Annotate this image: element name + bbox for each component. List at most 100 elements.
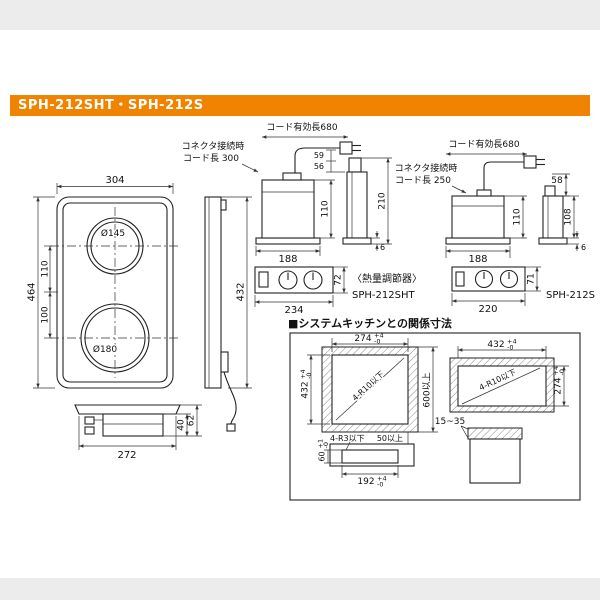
dim-unit-s-width: 188 [445, 246, 511, 265]
label-burner-large: Ø180 [93, 344, 118, 355]
label-connector-note-s-2: コード長 250 [395, 175, 451, 186]
dim-frontview-total-height: 62 [180, 404, 202, 436]
plug-icon [523, 155, 537, 169]
svg-text:-0: -0 [377, 481, 383, 489]
cooktop-side-view: 432 [204, 196, 252, 432]
dim-unit-sht-flange: 6 [371, 231, 385, 252]
knob-icon [474, 269, 494, 289]
svg-text:100: 100 [41, 306, 51, 323]
unit-s-side [542, 195, 564, 239]
svg-text:110: 110 [321, 200, 331, 217]
label-connector-note-sht-2: コード長 300 [183, 153, 239, 164]
burner-small [86, 217, 144, 275]
svg-text:+4: +4 [507, 338, 517, 346]
power-cord [223, 371, 237, 425]
top-plate [74, 404, 181, 415]
svg-text:220: 220 [478, 304, 497, 315]
label-cord-length-s: コード有効長680 [448, 138, 519, 150]
dim-burner-offsets: 110 100 [41, 245, 58, 339]
dim-cutout-height: 432 +4 -0 [299, 354, 330, 425]
dim-panel-sht-width: 234 [254, 295, 334, 316]
svg-text:56: 56 [314, 162, 324, 171]
body-box [102, 413, 164, 437]
svg-text:-0: -0 [322, 442, 330, 448]
svg-text:+4: +4 [299, 369, 307, 379]
svg-text:188: 188 [278, 254, 297, 265]
dim-cutout-width: 274 +4 -0 [331, 332, 409, 352]
dim-panel-cutout-height: 60 +1 -0 [317, 439, 342, 464]
page-margin-top [0, 0, 600, 30]
svg-text:432: 432 [301, 381, 311, 398]
power-cord-sht [294, 147, 340, 173]
label-panel-corner: 4-R3以下 [330, 434, 365, 443]
svg-text:-0: -0 [305, 373, 313, 379]
unit-sht-body [261, 179, 315, 239]
dim-unit-sht-steps: 59 56 [314, 149, 345, 173]
cutout-diagram-portrait: 274 +4 -0 432 +4 -0 [299, 332, 438, 489]
svg-text:110: 110 [513, 208, 523, 225]
unit-sht-side [346, 171, 368, 239]
dim-panel-cutout-width: 192 +4 -0 [341, 465, 399, 489]
unit-sht-drawing: コード有効長680 コネクタ接続時 コード長 300 188 [182, 121, 392, 265]
svg-text:432: 432 [236, 282, 247, 301]
cooktop-front-view: 272 40 62 [74, 404, 202, 461]
cabinet-section [469, 438, 521, 484]
kitchen-relation-section: ■システムキッチンとの関係寸法 274 +4 -0 [288, 316, 581, 501]
page-title: SPH-212SHT・SPH-212S [18, 98, 204, 113]
dim-panel-s-height: 71 [525, 266, 541, 292]
dim-cutout-height-right: 274 +4 -0 [546, 365, 569, 407]
svg-text:60: 60 [318, 451, 327, 461]
svg-text:72: 72 [334, 274, 344, 285]
dim-counter-depth: 600以上 [418, 346, 438, 433]
dim-topview-height: 464 [27, 196, 55, 389]
svg-text:59: 59 [314, 151, 324, 160]
svg-text:304: 304 [105, 175, 124, 186]
plug-icon [339, 141, 353, 155]
svg-text:40: 40 [177, 419, 187, 431]
panel-sht-face [254, 266, 334, 294]
panel-s-face [451, 266, 526, 292]
svg-text:+1: +1 [317, 439, 325, 449]
svg-text:-0: -0 [507, 344, 513, 352]
svg-text:432: 432 [487, 340, 504, 350]
svg-text:-0: -0 [374, 338, 380, 346]
label-heat-controller: 〈熱量調節器〉 [352, 272, 422, 285]
cutout-diagram-landscape: 432 +4 -0 274 +4 -0 4-R10以下 [435, 338, 569, 484]
knob-icon [303, 270, 323, 290]
section-box [289, 332, 581, 501]
section-title: ■システムキッチンとの関係寸法 [288, 316, 452, 330]
svg-text:188: 188 [468, 254, 487, 265]
cooktop-top-view: Ø145 Ø180 304 464 110 100 [27, 175, 180, 389]
junction-box [220, 351, 229, 373]
svg-text:192: 192 [357, 477, 374, 487]
dim-unit-s-flange: 6 [567, 231, 586, 252]
model-label-s: SPH-212S [546, 290, 595, 301]
dim-panel-s-width: 220 [451, 293, 526, 315]
dim-unit-sht-depth: 210 [361, 157, 392, 245]
svg-text:464: 464 [27, 282, 38, 301]
dim-panel-sht-height: 72 [333, 266, 348, 294]
svg-text:210: 210 [378, 192, 388, 209]
svg-text:+4: +4 [552, 366, 560, 376]
dim-unit-s-height: 110 [504, 195, 527, 239]
unit-s-body [451, 195, 505, 239]
label-cord-length-sht: コード有効長680 [266, 121, 337, 133]
knob-icon [278, 270, 298, 290]
svg-text:234: 234 [284, 305, 303, 316]
dim-unit-sht-width: 188 [255, 246, 321, 265]
dim-unit-s-depth: 108 [563, 195, 579, 239]
panel-cutout [341, 449, 399, 464]
label-counter-thickness: 15~35 [435, 417, 465, 427]
svg-text:6: 6 [581, 243, 586, 252]
dim-topview-width: 304 [56, 175, 174, 194]
label-clearance: 50以上 [377, 434, 403, 443]
control-panel-sht: 234 72 〈熱量調節器〉 SPH-212SHT [254, 266, 422, 316]
svg-text:+4: +4 [374, 332, 384, 340]
page-margin-bottom [0, 578, 600, 600]
unit-s-drawing: コード有効長680 コネクタ接続時 コード長 250 188 [395, 138, 586, 265]
control-panel-s: 220 71 SPH-212S [451, 266, 595, 315]
svg-text:-0: -0 [558, 369, 566, 375]
svg-text:274: 274 [354, 334, 371, 344]
